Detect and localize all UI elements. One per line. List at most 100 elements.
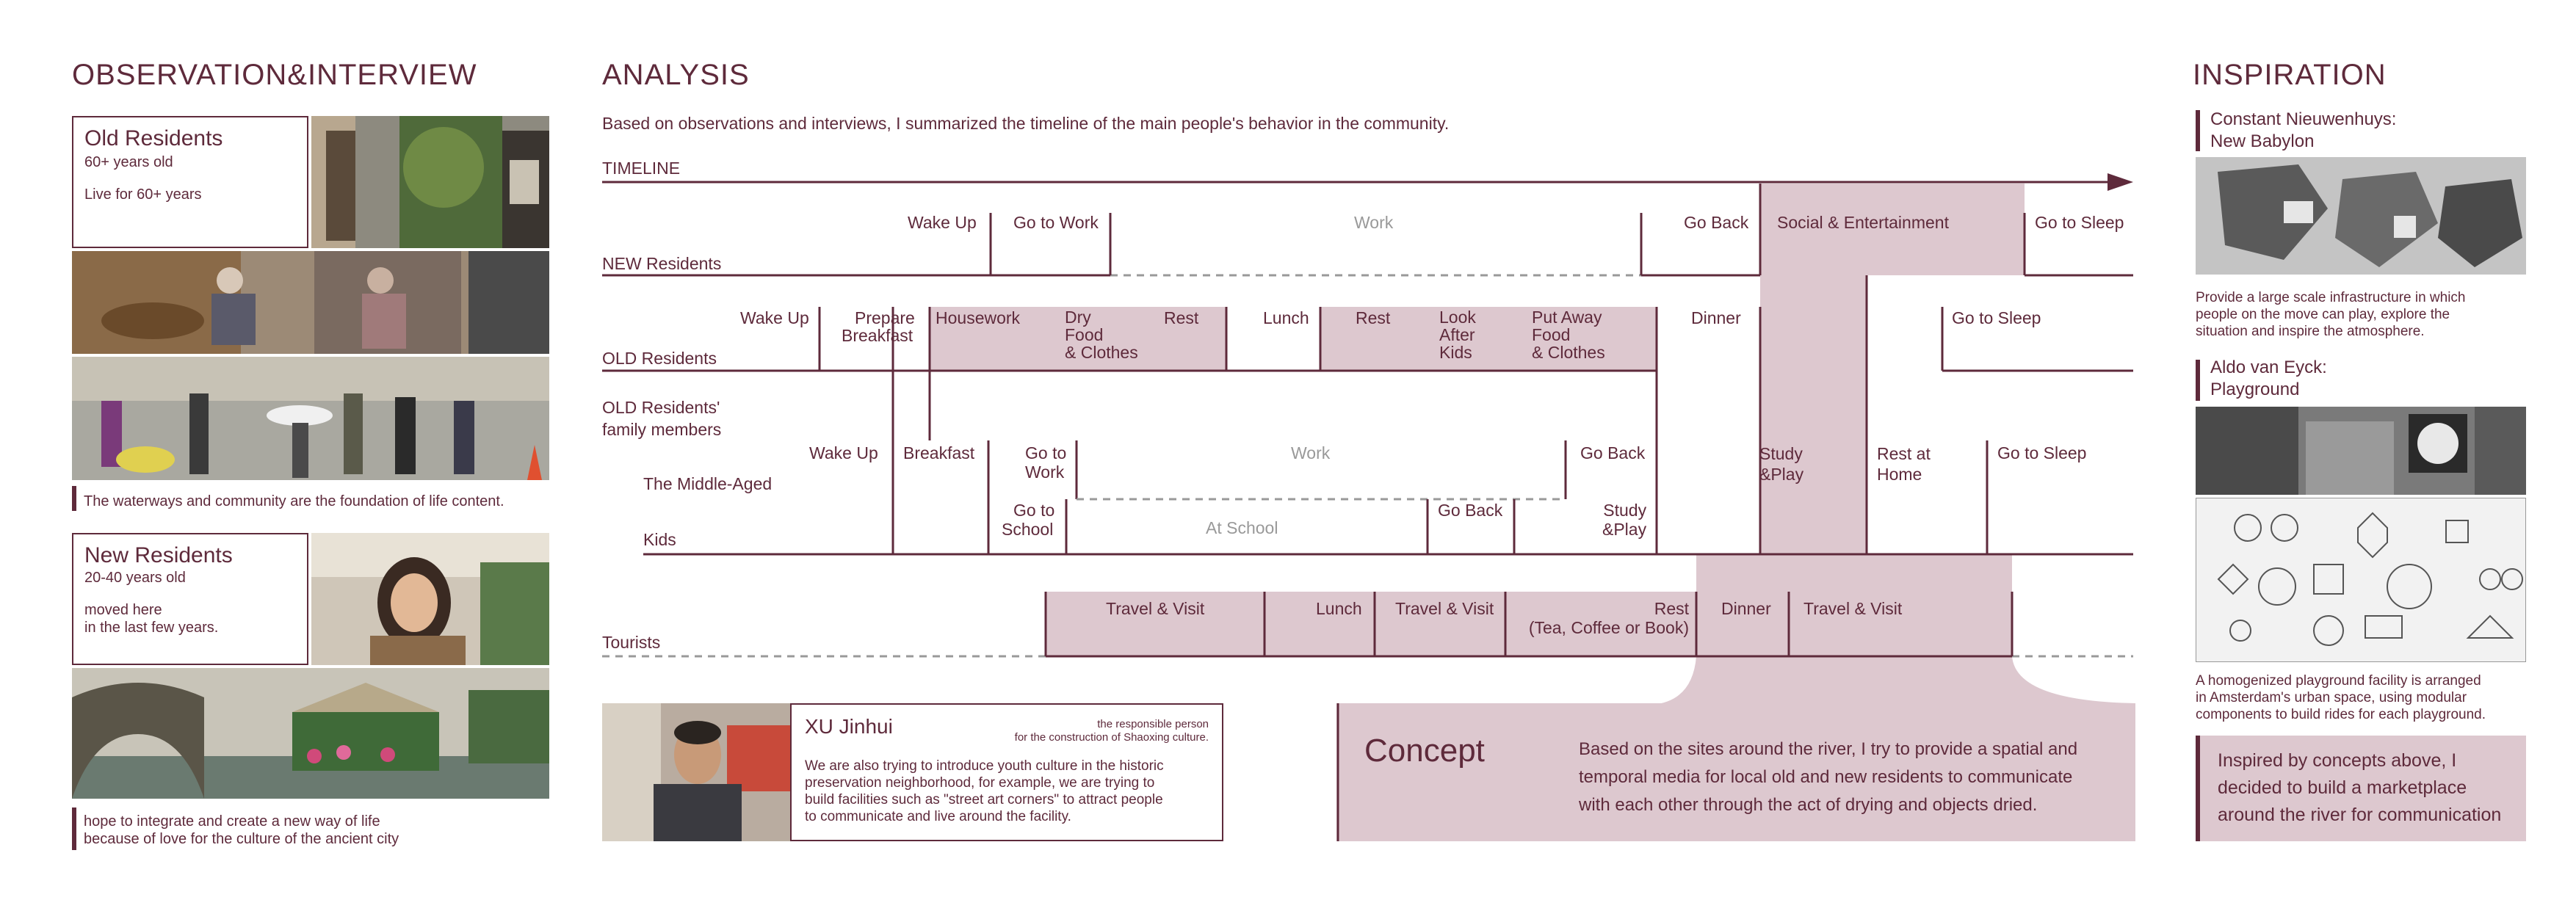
old-residents-title: Old Residents [84,126,223,150]
new-babylon-photo [2196,157,2526,275]
row-label-family-1: OLD Residents' [602,398,720,417]
kids-at-school: At School [1206,518,1278,537]
old-look-3: Kids [1439,343,1472,362]
old-street-photo [311,116,549,248]
row-label-family-2: family members [602,420,722,439]
new-go-back: Go Back [1684,213,1749,232]
kids-study-2: &Play [1602,520,1647,539]
new-residents-desc-2: in the last few years. [84,620,219,636]
concept-line-2: temporal media for local old and new res… [1579,767,2073,787]
inspiration-title: INSPIRATION [2193,59,2387,91]
old-dry-1: Dry [1065,308,1091,327]
crowd-street-photo [72,357,549,480]
interviewee-role-1: the responsible person [1097,718,1209,730]
middle-rest-2: Home [1877,465,1922,484]
inspiration-1-bar [2196,110,2200,151]
new-work: Work [1354,213,1394,232]
inspiration-2-name-2: Playground [2210,380,2300,399]
concept-line-1: Based on the sites around the river, I t… [1579,739,2078,759]
interview-line-3: build facilities such as "street art cor… [805,792,1163,807]
interview-text: We are also trying to introduce youth cu… [805,758,1164,825]
new-residents-desc-1: moved here [84,602,162,618]
old-residents-desc: Live for 60+ years [84,186,202,203]
interview-line-2: preservation neighborhood, for example, … [805,775,1155,791]
inspiration-1-line-3: situation and inspire the atmosphere. [2196,324,2425,339]
middle-go-to-work: Go to Work [1025,443,1066,482]
inspiration-summary: Inspired by concepts above, I decided to… [2218,747,2501,829]
new-go-to-sleep: Go to Sleep [2035,213,2124,232]
middle-study: Study &Play [1759,443,1803,484]
highlight-areas [930,184,2135,705]
tourist-lunch: Lunch [1316,599,1362,618]
kids-go-back: Go Back [1438,501,1503,520]
old-dry: Dry Food & Clothes [1065,308,1138,361]
new-residents-card: New Residents 20-40 years old moved here… [72,533,308,665]
inspiration-1-line-1: Provide a large scale infrastructure in … [2196,290,2466,305]
canal-bridge-photo [72,668,549,799]
timeline-arrow-icon [2108,173,2133,191]
inspiration-2-name: Aldo van Eyck: Playground [2210,357,2327,401]
concept-box [1336,703,2135,841]
new-residents-title: New Residents [84,543,233,567]
old-rest: Rest [1164,308,1199,327]
middle-go-to-sleep: Go to Sleep [1997,443,2087,462]
inspiration-1-text: Provide a large scale infrastructure in … [2196,289,2466,340]
interviewee-name: XU Jinhui [805,715,893,738]
inspiration-2-text: A homogenized playground facility is arr… [2196,672,2486,723]
tourist-travel-2: Travel & Visit [1395,599,1494,618]
inspiration-summary-box [2196,736,2526,841]
analysis-title: ANALYSIS [602,59,750,91]
kids-school-2: School [1002,520,1054,539]
old-put-3: & Clothes [1532,343,1605,362]
old-residents-card: Old Residents 60+ years old Live for 60+… [72,116,308,248]
inspiration-1-name-1: Constant Nieuwenhuys: [2210,109,2397,129]
observation-caption-1: The waterways and community are the foun… [84,493,504,509]
interviewee-photo [602,703,790,841]
kids-go-to-school: Go to School [1002,501,1054,539]
old-put-2: Food [1532,325,1571,344]
inspiration-1-name: Constant Nieuwenhuys: New Babylon [2210,109,2396,153]
playground-plan-drawing [2196,498,2526,662]
interviewee-role: the responsible person for the construct… [1015,718,1209,744]
old-wake-up: Wake Up [740,308,809,327]
elders-street-photo [72,251,549,354]
caption-bar-2 [72,807,76,850]
concept-title: Concept [1364,733,1485,769]
old-prepare-1: Prepare [855,308,915,327]
inspiration-summary-2: decided to build a marketplace [2218,777,2467,798]
kids-school-1: Go to [1013,501,1055,520]
kids-study: Study &Play [1602,501,1646,539]
observation-caption-2b: because of love for the culture of the a… [84,831,399,847]
old-housework: Housework [936,308,1021,327]
middle-rest-at-home: Rest at Home [1877,443,1931,484]
tourist-rest-2: (Tea, Coffee or Book) [1528,618,1689,637]
interview-line-4: to communicate and live around the facil… [805,809,1071,824]
inspiration-1-line-2: people on the move can play, explore the [2196,307,2450,322]
inspiration-summary-bar [2196,736,2200,841]
tourist-travel-3: Travel & Visit [1803,599,1903,618]
concept-text: Based on the sites around the river, I t… [1579,736,2077,819]
interviewee-role-2: for the construction of Shaoxing culture… [1014,731,1209,744]
tourist-dinner: Dinner [1721,599,1771,618]
playground-photo [2196,407,2526,495]
observation-caption-2a: hope to integrate and create a new way o… [84,813,380,830]
middle-go-to-work-1: Go to [1025,443,1067,462]
young-woman-photo [311,533,549,665]
middle-wake-up: Wake Up [809,443,878,462]
row-label-old: OLD Residents [602,349,717,368]
interview-line-1: We are also trying to introduce youth cu… [805,758,1164,774]
row-label-new: NEW Residents [602,254,722,273]
new-wake-up: Wake Up [908,213,977,232]
inspiration-2-bar [2196,360,2200,401]
middle-study-2: &Play [1759,465,1804,484]
old-prepare-2: Breakfast [842,326,913,345]
old-put-away: Put Away Food & Clothes [1532,308,1605,361]
timeline-label: TIMELINE [602,159,681,178]
inspiration-2-name-1: Aldo van Eyck: [2210,357,2327,377]
old-dry-2: Food [1065,325,1104,344]
inspiration-summary-1: Inspired by concepts above, I [2218,750,2457,771]
old-look-1: Look [1439,308,1476,327]
interview-card: XU Jinhui the responsible person for the… [790,703,1223,841]
old-put-1: Put Away [1532,308,1602,327]
